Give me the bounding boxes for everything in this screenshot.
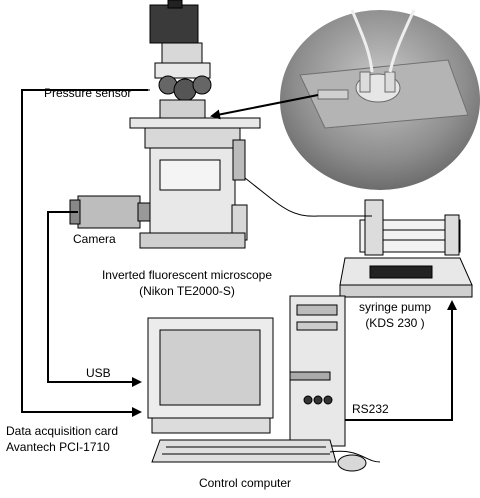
syringe-pump-label-line2: (KDS 230 ) <box>365 316 425 330</box>
control-computer-drawing <box>147 295 381 472</box>
pressure-sensor-line <box>21 89 148 417</box>
camera-label: Camera <box>73 232 116 246</box>
photo-pointer <box>210 94 319 120</box>
syringe-pump <box>339 199 473 298</box>
control-computer-label: Control computer <box>198 476 292 490</box>
pressure-sensor-label: Pressure sensor <box>44 86 132 100</box>
daq-label-line2: Avantech PCI-1710 <box>6 440 110 454</box>
microscope-label-line2: (Nikon TE2000-S) <box>139 284 235 298</box>
rs232-label: RS232 <box>352 402 389 416</box>
chip-photo <box>280 9 480 190</box>
usb-label: USB <box>86 366 111 380</box>
camera <box>69 195 151 229</box>
daq-label-line1: Data acquisition card <box>6 424 119 438</box>
microscope <box>129 0 261 249</box>
microscope-label-line1: Inverted fluorescent microscope <box>101 268 273 282</box>
connections <box>21 89 457 421</box>
tubing-line <box>244 177 372 217</box>
rs232-line <box>345 300 457 421</box>
syringe-pump-label-line1: syringe pump <box>358 300 432 314</box>
usb-line <box>47 211 142 387</box>
